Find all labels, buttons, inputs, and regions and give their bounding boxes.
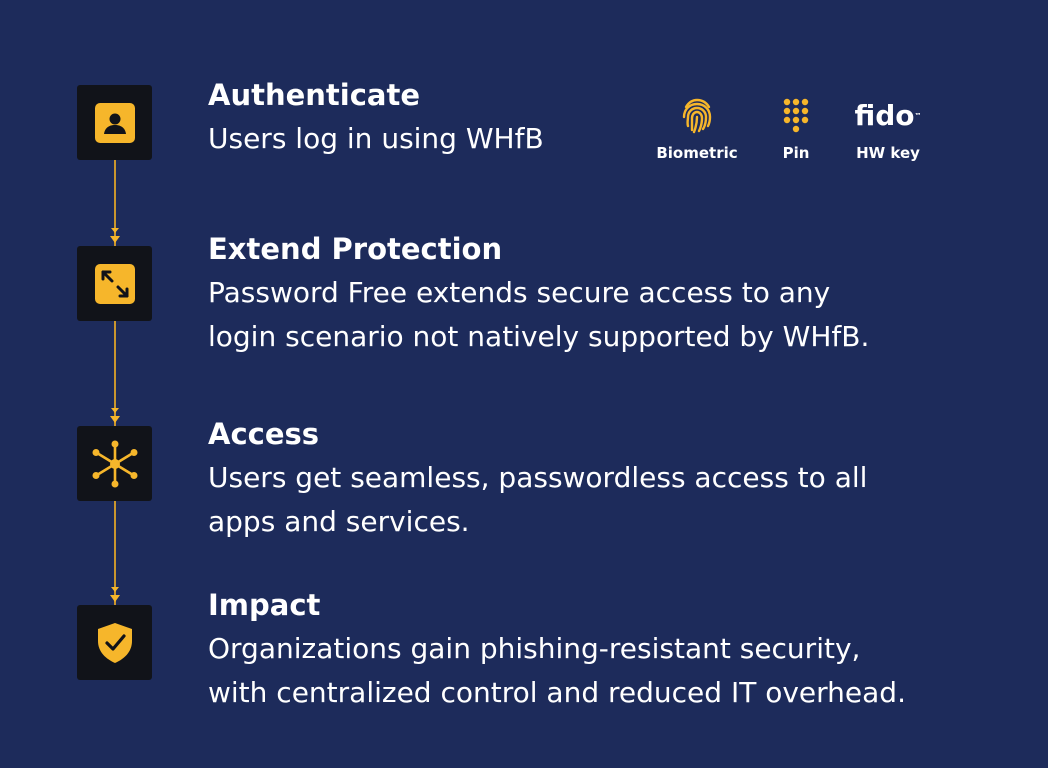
keypad-icon	[783, 98, 809, 133]
step-icon-tile-impact	[77, 605, 152, 680]
connector-arrow-2a	[111, 408, 119, 413]
step-description-line: apps and services.	[208, 505, 470, 538]
auth-method-pin: Pin	[776, 96, 816, 162]
connector-line-1	[114, 160, 116, 246]
connector-arrow-2b	[110, 416, 120, 423]
step-description-impact: Organizations gain phishing-resistant se…	[208, 627, 906, 715]
connector-arrow-3a	[111, 587, 119, 592]
step-icon-tile-extend-protection	[77, 246, 152, 321]
fingerprint-icon	[682, 98, 712, 134]
fido-logo-text: fido	[854, 99, 915, 132]
step-description-access: Users get seamless, passwordless access …	[208, 456, 867, 544]
step-description-extend-protection: Password Free extends secure access to a…	[208, 271, 869, 359]
step-description-line: Users get seamless, passwordless access …	[208, 461, 868, 494]
auth-method-hw-key: fido™ HW key	[850, 96, 926, 163]
step-icon-tile-access	[77, 426, 152, 501]
step-description-line: with centralized control and reduced IT …	[208, 676, 906, 709]
auth-method-biometric: Biometric	[656, 96, 738, 162]
connector-line-3	[114, 500, 116, 606]
user-badge-icon	[94, 102, 135, 143]
hub-network-icon	[92, 440, 137, 487]
step-description-line: Users log in using WHfB	[208, 122, 544, 155]
expand-arrows-icon	[94, 263, 135, 304]
step-description-line: login scenario not natively supported by…	[208, 320, 870, 353]
step-icon-tile-authenticate	[77, 85, 152, 160]
connector-arrow-3b	[110, 595, 120, 602]
step-title-authenticate: Authenticate	[208, 78, 421, 112]
shield-check-icon	[97, 622, 132, 663]
step-title-access: Access	[208, 417, 320, 451]
connector-arrow-1b	[110, 236, 120, 243]
step-description-authenticate: Users log in using WHfB	[208, 117, 544, 161]
connector-line-2	[114, 321, 116, 426]
step-description-line: Password Free extends secure access to a…	[208, 276, 831, 309]
auth-method-label: Pin	[782, 144, 810, 162]
auth-methods: Biometric Pin fido™ HW key	[650, 96, 950, 176]
fido-logo-icon: fido™	[854, 99, 922, 132]
auth-method-label: Biometric	[656, 144, 738, 162]
step-title-extend-protection: Extend Protection	[208, 232, 503, 266]
step-title-impact: Impact	[208, 588, 321, 622]
auth-method-label: HW key	[856, 144, 920, 162]
step-description-line: Organizations gain phishing-resistant se…	[208, 632, 861, 665]
connector-arrow-1a	[111, 228, 119, 233]
